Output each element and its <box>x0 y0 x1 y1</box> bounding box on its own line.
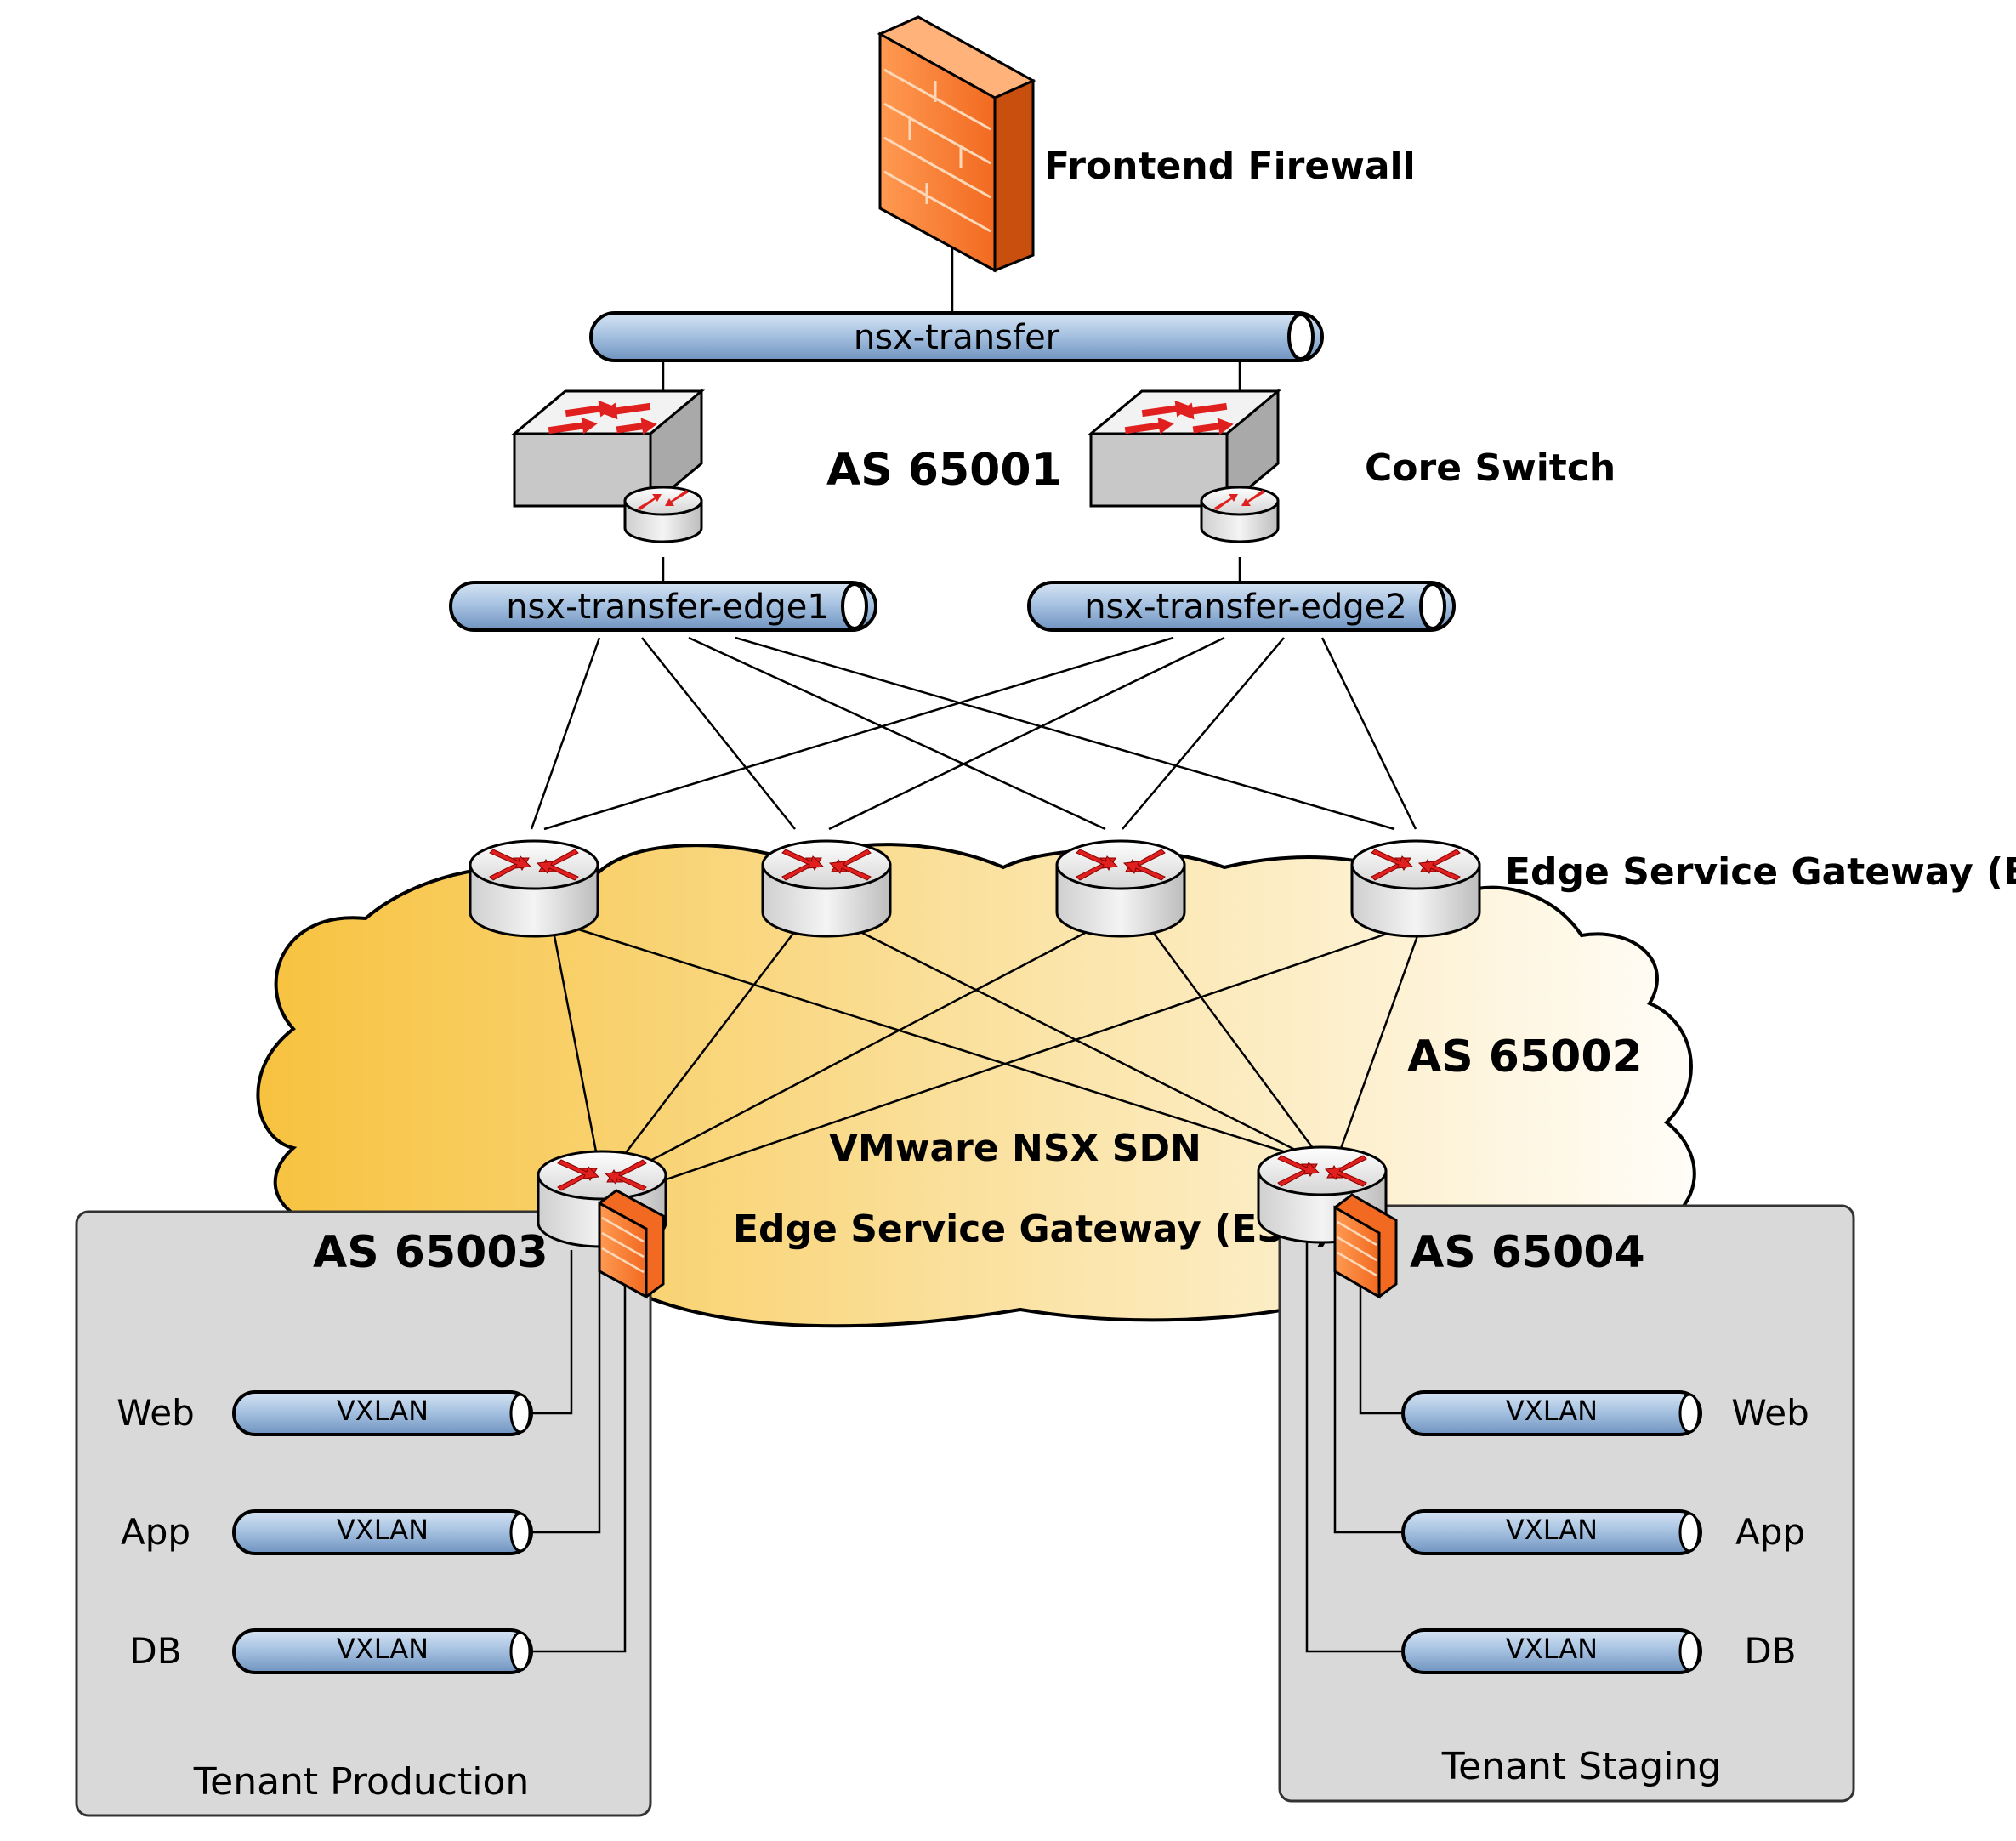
tenant-production-esg <box>537 1150 667 1299</box>
vxlan-web-production: VXLAN Web <box>116 1390 533 1436</box>
vxlan-app-production: VXLAN App <box>121 1509 533 1555</box>
core-switch-1 <box>513 389 703 543</box>
vxlan-label: VXLAN <box>337 1395 429 1427</box>
firewall-label: Frontend Firewall <box>1044 145 1416 188</box>
core-as-label: AS 65001 <box>826 445 1062 496</box>
network-name: Web <box>1731 1392 1809 1434</box>
vxlan-db-production: VXLAN DB <box>129 1628 533 1674</box>
cloud-esg-label: Edge Service Gateway (ESG) <box>733 1207 1332 1251</box>
tenant-staging-as-label: AS 65004 <box>1410 1227 1645 1278</box>
tenant-production-firewall-icon <box>598 1189 665 1299</box>
esg-router-1 <box>469 839 599 938</box>
tenant-production-as-label: AS 65003 <box>313 1227 548 1278</box>
core-switch-label: Core Switch <box>1365 446 1616 490</box>
network-name: DB <box>129 1630 181 1672</box>
network-name: DB <box>1744 1630 1796 1672</box>
vxlan-web-staging: VXLAN Web <box>1401 1390 1809 1436</box>
firewall-icon <box>877 15 1036 273</box>
core-switch-2 <box>1089 389 1280 543</box>
segment-nsx-transfer: nsx-transfer <box>589 311 1324 362</box>
vxlan-label: VXLAN <box>337 1633 429 1665</box>
segment-nsx-transfer-edge1: nsx-transfer-edge1 <box>449 581 877 632</box>
vxlan-label: VXLAN <box>337 1514 429 1546</box>
segment-nsx-transfer-label: nsx-transfer <box>854 318 1060 357</box>
esg-router-3 <box>1055 839 1186 938</box>
tenant-production-networks: VXLAN Web VXLAN App VXLAN DB <box>116 1390 533 1674</box>
cloud-as-label: AS 65002 <box>1407 1031 1643 1082</box>
vxlan-db-staging: VXLAN DB <box>1401 1628 1797 1674</box>
vxlan-label: VXLAN <box>1506 1395 1598 1427</box>
tenant-production-title: Tenant Production <box>193 1760 530 1804</box>
tenant-staging-esg <box>1257 1145 1398 1299</box>
tenant-staging-networks: VXLAN Web VXLAN App VXLAN DB <box>1401 1390 1809 1674</box>
segment-edge1-label: nsx-transfer-edge1 <box>506 588 829 627</box>
tenant-staging-firewall-icon <box>1333 1193 1398 1299</box>
network-name: Web <box>116 1392 195 1434</box>
segment-nsx-transfer-edge2: nsx-transfer-edge2 <box>1027 581 1456 632</box>
vxlan-app-staging: VXLAN App <box>1401 1509 1805 1555</box>
network-name: App <box>121 1511 190 1553</box>
tenant-staging-box <box>1278 1204 1855 1803</box>
esg-router-2 <box>761 839 892 938</box>
vxlan-label: VXLAN <box>1506 1633 1598 1665</box>
tenant-staging-title: Tenant Staging <box>1441 1745 1722 1788</box>
vxlan-label: VXLAN <box>1506 1514 1598 1546</box>
cloud-sdn-label: VMware NSX SDN <box>829 1127 1201 1170</box>
esg-router-4 <box>1350 839 1481 938</box>
network-name: App <box>1735 1511 1805 1553</box>
segment-edge2-label: nsx-transfer-edge2 <box>1084 588 1407 627</box>
links <box>530 247 1420 1653</box>
esg-top-label: Edge Service Gateway (ESG) <box>1505 850 2016 894</box>
